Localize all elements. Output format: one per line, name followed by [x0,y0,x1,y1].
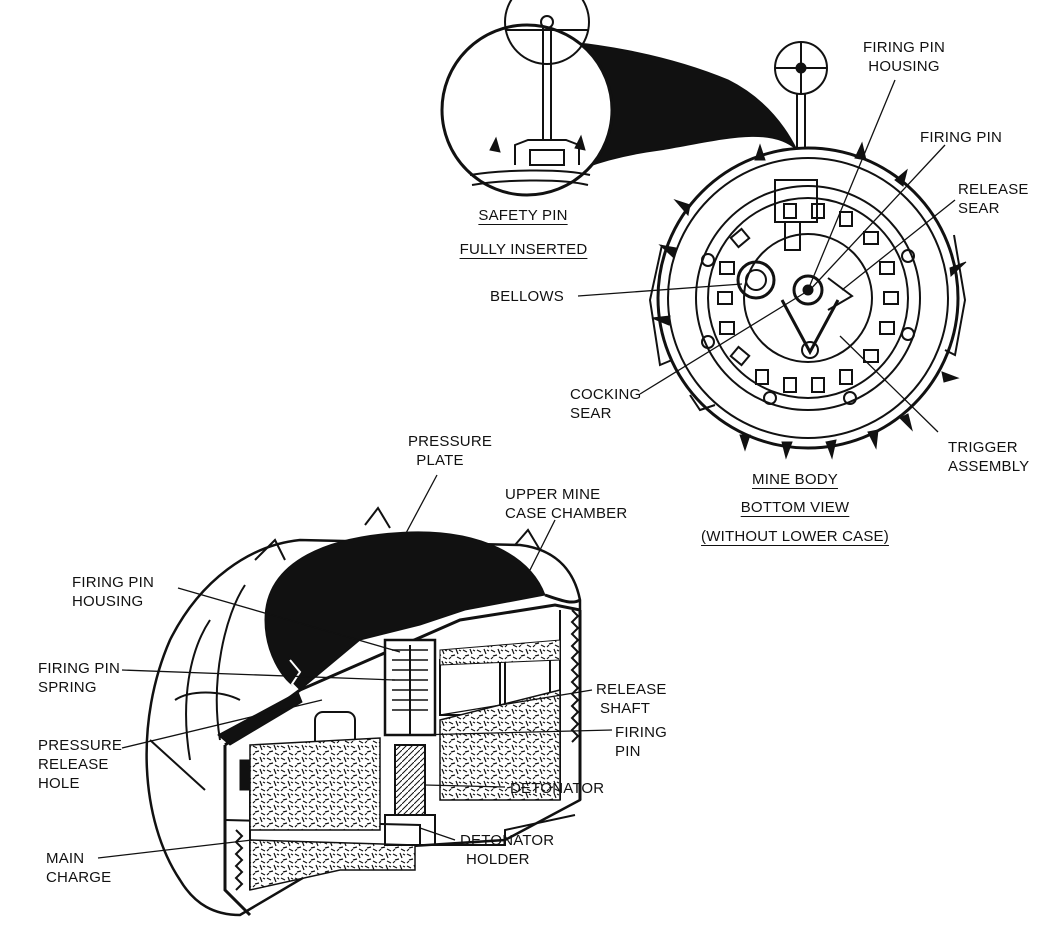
inset-circle [440,23,614,197]
label-detonator: DETONATOR [510,780,605,797]
bottom-view-drawing [648,41,967,460]
label-trigger-assembly-1: TRIGGER [948,439,1018,456]
label-main-charge-2: CHARGE [46,869,112,886]
label-upper-chamber-2: CASE CHAMBER [505,505,628,522]
inset-caption-line1: SAFETY PIN [478,207,568,224]
label-firing-pin-cv-1: FIRING [615,724,668,741]
label-firing-pin-spring-1: FIRING PIN [38,660,121,677]
label-firing-pin-cv-2: PIN [615,743,641,760]
label-firing-pin-housing-cv-2: HOUSING [72,593,144,610]
bottom-view-caption-line2: BOTTOM VIEW [740,499,850,516]
label-release-sear-bv-2: SEAR [958,200,1000,217]
label-release-sear-bv-1: RELEASE [958,181,1029,198]
label-firing-pin-housing-cv-1: FIRING PIN [72,574,155,591]
label-cocking-sear-2: SEAR [570,405,612,422]
label-release-shaft-1: RELEASE [596,681,667,698]
label-bellows: BELLOWS [490,288,564,305]
safety-pin-inset [440,0,798,197]
label-pressure-release-hole-2: RELEASE [38,756,109,773]
label-firing-pin-housing-bv-1: FIRING PIN [862,39,945,56]
leader-lines [97,79,956,859]
label-upper-chamber-1: UPPER MINE [505,486,601,503]
label-cocking-sear-1: COCKING [570,386,642,403]
label-detonator-holder-2: HOLDER [466,851,530,868]
label-pressure-plate-2: PLATE [416,452,464,469]
label-detonator-holder-1: DETONATOR [460,832,555,849]
label-firing-pin-bv: FIRING PIN [920,129,1003,146]
label-pressure-release-hole-3: HOLE [38,775,80,792]
label-trigger-assembly-2: ASSEMBLY [948,458,1030,475]
inset-caption-line2: FULLY INSERTED [459,241,588,258]
label-firing-pin-spring-2: SPRING [38,679,97,696]
label-main-charge-1: MAIN [46,850,85,867]
label-pressure-release-hole-1: PRESSURE [38,737,123,754]
label-release-shaft-2: SHAFT [600,700,651,717]
bottom-view-caption-line1: MINE BODY [752,471,838,488]
label-firing-pin-housing-bv-2: HOUSING [868,58,940,75]
cutaway-drawing [145,506,582,917]
label-pressure-plate-1: PRESSURE [407,433,493,450]
bottom-view-caption-line3: (WITHOUT LOWER CASE) [701,528,889,545]
